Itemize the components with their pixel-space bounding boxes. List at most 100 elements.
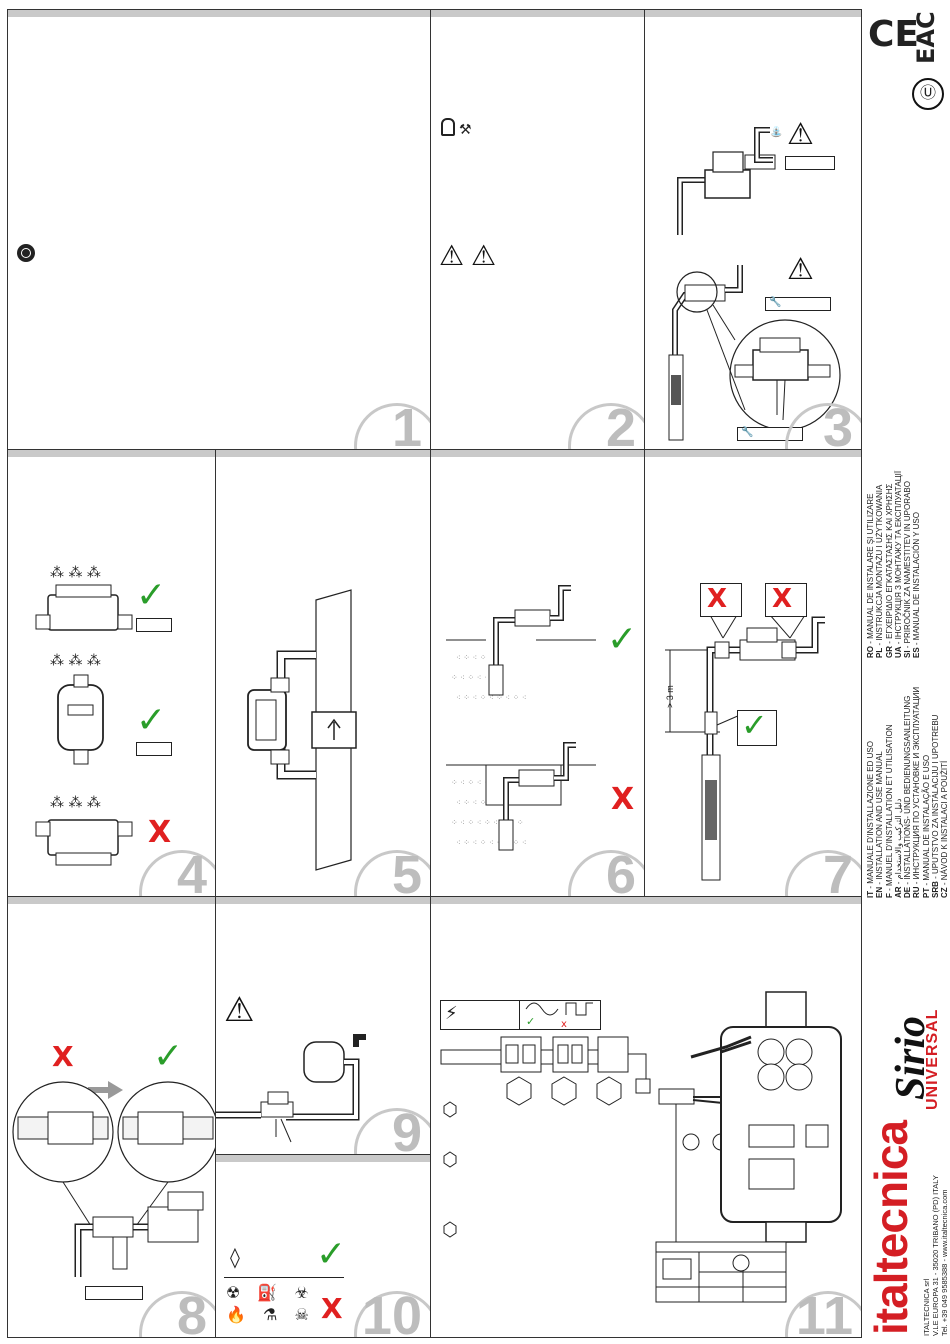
water-drops-icon: ⁂ ⁂ ⁂ (50, 653, 101, 669)
panel-topbar (431, 450, 644, 457)
language-item: PL - INSTRUKCJA MONTAŻU I UŻYTKOWANIA (875, 484, 885, 658)
vertical-mount-diagram (247, 589, 357, 871)
panel-number: 1 (391, 398, 422, 450)
ground-level-diagram: ⁖ ⁘ ⁖ ⁘ ⁖ ⁘ ⁖ ⁘ ⁖ ⁘ ⁖ ⁘ ⁖ ⁘ ⁖ ⁘ ⁖ ⁘ ⁖ ⁘ … (446, 585, 596, 851)
caption-box (737, 710, 777, 746)
water-drop-icon: ◊ (230, 1245, 240, 1269)
caption-box (765, 583, 807, 617)
svg-text:⛲: ⛲ (770, 125, 782, 138)
language-list-2: RO - MANUAL DE INSTALARE ŞI UTILIZARE PL… (866, 471, 922, 658)
panel-11: ⚡ ✓ x (430, 896, 862, 1338)
language-item: RO - MANUAL DE INSTALARE ŞI UTILIZARE (866, 493, 875, 658)
wiring-diagram: ✓ x (440, 991, 842, 1303)
water-drops-icon: ⁂ ⁂ ⁂ (50, 795, 101, 811)
panel-topbar (431, 897, 861, 904)
panel-number: 4 (176, 845, 207, 897)
pump-installation-diagram: ⛲ (668, 125, 841, 441)
correct-check-icon: ✓ (607, 619, 638, 660)
panel-topbar (216, 450, 430, 457)
panel-7: X X ✓ > 3 m 7 (644, 449, 862, 897)
warning-icon: ⚠ (224, 990, 255, 1030)
language-item: DE - INSTALLATIONS- UND BEDIENUNGSANLEIT… (903, 695, 913, 898)
wrong-cross-icon: X (772, 584, 793, 614)
panel-topbar (8, 450, 215, 457)
panel-9: ⚠ 9 (215, 896, 431, 1155)
panel-number: 6 (605, 845, 636, 897)
panel-topbar (216, 1155, 430, 1162)
language-item: CZ - NÁVOD K INSTALACI A POUŽITÍ (940, 760, 950, 898)
company-address: ITALTECNICA srl V.LE EUROPA 31 - 35020 T… (922, 1175, 949, 1336)
wrong-cross-icon: X (148, 815, 172, 850)
language-item: GR - ΕΓΧΕΙΡΙΔΙΟ ΕΓΚΑΤΑΣΤΑΣΗΣ ΚΑΙ ΧΡΗΣΗΣ (884, 483, 894, 658)
hazardous-liquids-icons: ☢ ⛽ ☣ (226, 1283, 315, 1302)
distance-label: > 3 m (665, 685, 675, 708)
svg-text:⁘ ⁖ ⁘ ⁖ ⁘ ⁖ ⁘ ⁖ ⁘: ⁘ ⁖ ⁘ ⁖ ⁘ ⁖ ⁘ ⁖ ⁘ (451, 818, 524, 827)
panel-topbar (216, 897, 430, 904)
panel-3: ⛲ ⚠ ⚠ 🔧 🔧 3 (644, 9, 862, 450)
qualified-technician-icon (441, 118, 455, 136)
wrench-icon: 🔧 (769, 297, 782, 308)
panel-number: 11 (795, 1286, 853, 1338)
wrong-cross-icon: X (611, 782, 635, 817)
svg-text:⁖ ⁘ ⁖ ⁘ ⁖ ⁘ ⁖ ⁘ ⁖: ⁖ ⁘ ⁖ ⁘ ⁖ ⁘ ⁖ ⁘ ⁖ (456, 838, 527, 847)
panel-number: 7 (822, 845, 853, 897)
ce-mark: CE (868, 14, 920, 55)
tools-icon: ⚒ (459, 122, 472, 138)
panel-topbar (645, 10, 861, 17)
wrong-cross-icon: X (707, 584, 728, 614)
panel-6: ⁖ ⁘ ⁖ ⁘ ⁖ ⁘ ⁖ ⁘ ⁖ ⁘ ⁖ ⁘ ⁖ ⁘ ⁖ ⁘ ⁖ ⁘ ⁖ ⁘ … (430, 449, 645, 897)
expansion-tank-diagram (216, 1034, 366, 1143)
distance-installation-diagram (665, 614, 825, 881)
device-orientation-diagram (35, 584, 133, 866)
correct-check-icon: ✓ (316, 1234, 347, 1275)
manual-read-icon-inner (21, 248, 31, 258)
panel-topbar (431, 10, 644, 17)
caption-box (785, 156, 835, 170)
panel-1: 1 (7, 9, 431, 450)
caption-box (136, 618, 172, 632)
panel-number: 9 (391, 1103, 422, 1155)
company-contact: Tel. +39 049 9585388 - www.italtecnica.c… (940, 1189, 949, 1336)
panel-number: 3 (822, 398, 853, 450)
panel-number: 2 (605, 398, 636, 450)
language-list-1: IT - MANUALE D'INSTALLAZIONE ED USO EN -… (866, 687, 950, 898)
panel-10: ◊ ✓ ☢ ⛽ ☣ 🔥 ⚗ ☠ X 10 (215, 1154, 431, 1338)
panel-topbar (8, 897, 215, 904)
product-subtitle: UNIVERSAL (924, 1008, 941, 1110)
warning-icon: ⚠ (439, 239, 465, 272)
panel-2: ⚒ ⚠ ⚠ 2 (430, 9, 645, 450)
svg-text:x: x (561, 1019, 567, 1030)
electric-hazard-icon: ⚠ (471, 239, 497, 272)
language-item: UA - ІНСТРУКЦІЯ З МОНТАЖУ ТА ЕКСПЛУАТАЦІ… (893, 470, 903, 658)
language-item: AR - دليل التركيب والاستخدام (893, 798, 903, 898)
wrench-icon: 🔧 (741, 427, 754, 438)
panel-number: 10 (361, 1286, 422, 1338)
correct-check-icon: ✓ (136, 575, 167, 616)
wrong-cross-icon: X (52, 1040, 74, 1073)
brand-sidebar (862, 0, 950, 1344)
language-item: ES - MANUAL DE INSTALACIÓN Y USO (912, 512, 922, 658)
company-street: V.LE EUROPA 31 - 35020 TRIBANO (PD) ITAL… (931, 1175, 940, 1336)
warning-icon: ⚠ (787, 117, 814, 152)
language-item: SRB - UPUTSTVO ZA INSTALACIJU I UPOTREBU (931, 714, 941, 898)
svg-text:⁖ ⁘ ⁖ ⁘ ⁖ ⁘ ⁖ ⁘ ⁖: ⁖ ⁘ ⁖ ⁘ ⁖ ⁘ ⁖ ⁘ ⁖ (456, 693, 527, 702)
language-item: IT - MANUALE D'INSTALLAZIONE ED USO (866, 741, 875, 898)
caption-box (85, 1286, 143, 1300)
correct-check-icon: ✓ (153, 1036, 184, 1077)
italtecnica-logo: italtecnica (865, 1121, 917, 1335)
panel-topbar (645, 450, 861, 457)
svg-text:✓: ✓ (526, 1015, 535, 1028)
caption-box (700, 583, 742, 617)
electric-icon: ⚡ (445, 1003, 458, 1024)
company-name: ITALTECNICA srl (922, 1278, 931, 1336)
eac-mark: EAC (912, 11, 940, 64)
water-drops-icon: ⁂ ⁂ ⁂ (50, 565, 101, 581)
panel-topbar (8, 10, 430, 17)
correct-check-icon: ✓ (741, 706, 768, 744)
hazardous-liquids-icons: 🔥 ⚗ ☠ (226, 1305, 315, 1324)
language-item: SI - PRIROČNIK ZA NAMESTITEV IN UPORABO (903, 481, 913, 658)
language-item: F - MANUEL D'INSTALLATION ET UTILISATION (884, 724, 894, 898)
panel-number: 5 (391, 845, 422, 897)
language-item: EN - INSTALLATION AND USE MANUAL (875, 751, 885, 898)
wrench-caption-box: 🔧 (765, 297, 831, 311)
